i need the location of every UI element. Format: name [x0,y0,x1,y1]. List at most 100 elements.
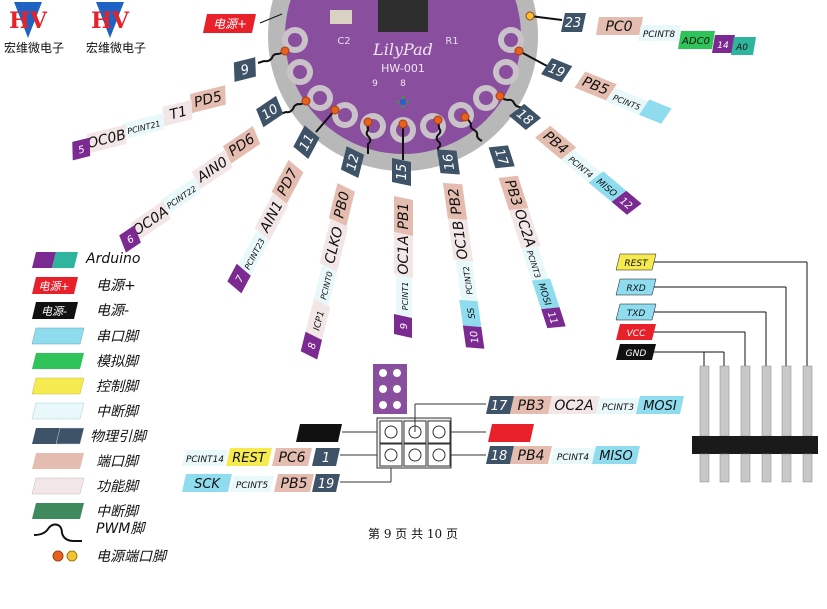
pin-number: 19 [318,477,335,492]
analog-label: ADC0 [681,36,710,47]
function-label: OC1A [396,235,412,274]
pin-number: 11 [297,132,318,154]
legend-item-power-minus: 电源- 电源- [32,302,129,319]
pin-number: 16 [441,153,458,171]
legend-label: 中断脚 [96,504,140,520]
logo-letters: HV [91,8,130,34]
interrupt-label: PCINT5 [236,481,269,491]
interrupt-label: PCINT4 [557,453,590,463]
port-label: PC6 [278,450,305,466]
legend-label: 电源+ [96,278,136,294]
isp-small-header [373,364,407,414]
port-label: PB5 [281,476,308,492]
pin-number: 1 [322,451,330,466]
isp-row-sck: SCK PCINT5 PB5 19 [182,474,340,492]
arduino-number: 6 [125,234,136,247]
logo-letters: HV [9,8,48,34]
page-footer: 第 9 页 共 10 页 [368,527,458,541]
port-label: PC0 [605,19,632,35]
header-pin-label: TXD [627,309,646,319]
legend-label: 端口脚 [96,454,140,470]
legend-item-physical: 物理引脚 [32,427,148,445]
logo-left: HV 宏维微电子 [4,2,64,55]
legend-item-serial: 串口脚 [31,327,140,345]
header-pin-label: REST [624,259,649,269]
isp-vcc-swatch [488,424,534,442]
legend-label: 中断脚 [96,404,140,420]
board-pad-number: 8 [400,79,406,89]
legend-item-function: 功能脚 [31,477,140,495]
isp-row-mosi: 17 PB3 OC2A PCINT3 MOSI [486,396,684,414]
board-part-r1: R1 [445,36,458,47]
power-port-pads [280,11,535,129]
header-pin-label: GND [626,349,647,359]
legend-label: 功能脚 [96,479,140,495]
legend-item-power-port: 电源端口脚 [52,549,168,565]
pin-19-row: 19 PB5 PCINT5 [541,57,672,124]
port-label: PB3 [501,178,525,209]
legend-item-interrupt: 中断脚 [31,402,140,420]
board-pad-number: 9 [372,79,378,89]
header-pin-label: VCC [627,329,646,339]
pin-16-row: 16 PB2 OC1B PCINT2 SS 10 [437,149,485,349]
pin-number: 17 [491,147,511,168]
port-label: PB1 [396,203,412,230]
legend-item-pwm: PWM脚 [33,521,146,542]
pin-12-row: 12 PB0 CLKO PCINT0 ICP1 8 [300,146,365,360]
pin-23-row: 23 PC0 PCINT8 ADC0 14 A0 [561,13,756,55]
legend: Arduino 电源+ 电源+ 电源- 电源- 串口脚 模拟脚 控制脚 中断脚 [31,251,168,565]
arduino-number: 9 [399,323,410,329]
serial-label: MOSI [643,399,677,414]
isp-row-rest: PCINT14 REST PC6 1 [182,448,340,466]
header-pin-label: RXD [626,284,645,294]
legend-item-arduino: Arduino [32,251,140,268]
legend-label: 控制脚 [96,379,140,395]
arduino-number: 7 [234,273,247,284]
serial-header: REST RXD TXD VCC GND [615,253,818,483]
board-model: HW-001 [381,62,425,75]
pin-15-row: 15 PB1 OC1A PCINT1 9 [392,158,413,338]
function-label: OC1B [450,219,471,260]
legend-label: PWM脚 [96,521,146,537]
serial-label: SS [467,307,478,320]
header-pin-labels: REST RXD TXD VCC GND [615,253,657,360]
port-label: PB4 [518,448,545,464]
pin-number: 15 [395,164,410,181]
port-label: PB3 [518,398,545,414]
serial-label: SCK [194,477,221,492]
isp-row-miso: 18 PB4 PCINT4 MISO [486,446,640,464]
legend-item-power-plus: 电源+ 电源+ [32,277,136,294]
isp-gnd-swatch [296,424,342,442]
logo-right: HV 宏维微电子 [86,2,146,55]
pin-18-row: 18 PB4 PCINT4 MISO 12 [508,103,642,215]
legend-item-analog: 模拟脚 [32,353,140,370]
board-part-c2: C2 [337,36,350,47]
legend-label: Arduino [85,251,140,267]
arduino-number: 11 [545,310,559,326]
pin-number: 17 [491,399,508,414]
pin-number: 12 [344,153,363,173]
legend-item-port: 端口脚 [32,453,140,470]
arduino-number: 5 [77,144,86,156]
board-brand: LilyPad [372,40,433,59]
legend-item-interrupt2: 中断脚 [32,503,140,520]
pin-connectors [257,15,563,160]
logo-caption: 宏维微电子 [4,40,64,55]
legend-label: 物理引脚 [90,429,148,445]
port-label: PB2 [446,187,466,216]
power-plus-tag: 电源+ [203,13,283,33]
port-label: PD5 [193,89,224,111]
interrupt-label: PCINT3 [602,403,635,413]
legend-swatch-text: 电源- [41,305,67,318]
function2-label: ICP1 [312,310,327,332]
arduino-alt: A0 [735,43,748,53]
control-label: REST [232,451,266,466]
function-label: T1 [168,103,189,123]
pin-number: 9 [239,62,251,79]
pin-number: 19 [546,61,567,81]
legend-item-control: 控制脚 [31,377,140,395]
logo-caption: 宏维微电子 [86,40,146,55]
port-label: PB0 [331,190,353,220]
